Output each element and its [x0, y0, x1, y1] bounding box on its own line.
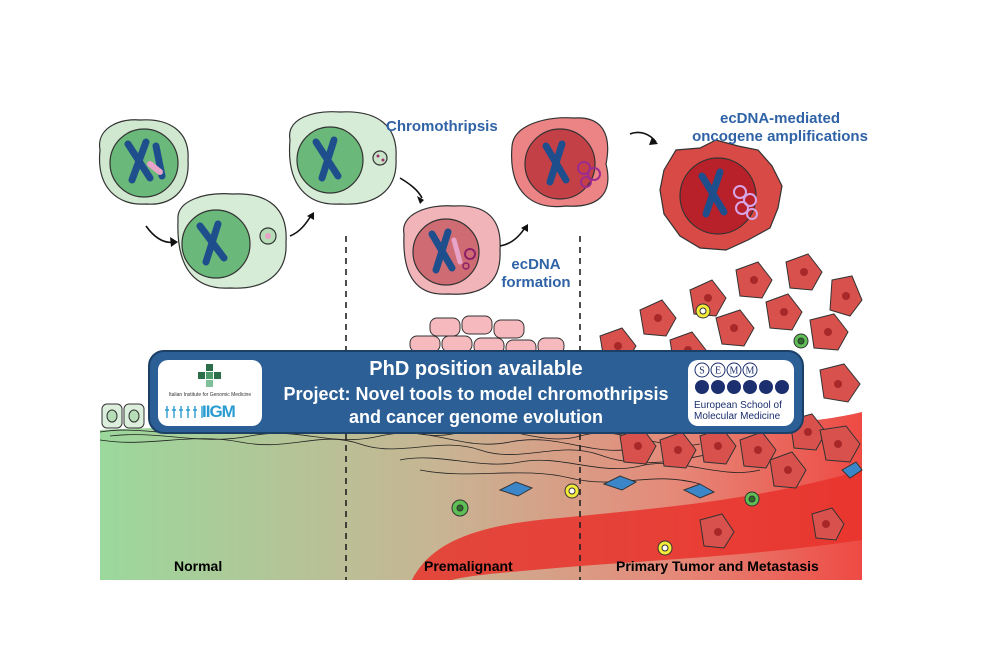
- stage-normal-label: Normal: [174, 558, 223, 574]
- ecdna-formation-line2: formation: [501, 274, 571, 291]
- ecdna-formation-label: ecDNA formation: [500, 256, 572, 292]
- semm-circles-icon: S E M M: [694, 362, 789, 394]
- banner-title: PhD position available: [369, 358, 583, 380]
- semm-line1: European School of: [694, 400, 782, 411]
- stage-dividers: [345, 236, 581, 580]
- semm-letter-2: E: [715, 366, 721, 377]
- stage-premalignant-label: Premalignant: [424, 558, 513, 574]
- iigm-cross-icon: [198, 364, 221, 387]
- ecdna-amplification-label: ecDNA-mediated oncogene amplifications: [670, 110, 890, 146]
- phd-banner: Italian Institute for Genomic Medicine I…: [148, 350, 804, 434]
- normal-cell: [98, 119, 189, 205]
- ecdna-formation-line1: ecDNA: [511, 256, 561, 273]
- chromothripsis-label: Chromothripsis: [386, 118, 498, 135]
- amplified-tumor-cell: [659, 139, 783, 251]
- semm-logo: S E M M European School of Molecular Med…: [688, 360, 794, 426]
- ecdna-cell: [511, 117, 609, 208]
- semm-letter-3: M: [730, 366, 739, 377]
- iigm-tagline: Italian Institute for Genomic Medicine: [168, 392, 252, 398]
- semm-letter-4: M: [746, 366, 755, 377]
- ecdna-formation-cell: [403, 205, 501, 295]
- semm-line2: Molecular Medicine: [694, 411, 781, 422]
- normal-epithelium: [101, 403, 145, 429]
- tumor-nuclei: [614, 268, 850, 536]
- stage-primary-label: Primary Tumor and Metastasis: [616, 558, 819, 574]
- iigm-people-icon: [165, 406, 203, 418]
- immune-cells: [451, 303, 809, 556]
- ecdna-amplification-line2: oncogene amplifications: [692, 128, 868, 145]
- semm-letter-1: S: [699, 366, 705, 377]
- ecdna-amplification-line1: ecDNA-mediated: [719, 110, 841, 127]
- chromothripsis-cell: [288, 111, 397, 205]
- iigm-name: IIGM: [202, 402, 236, 421]
- fibroblasts: [498, 461, 863, 499]
- banner-project-line2: and cancer genome evolution: [348, 407, 604, 427]
- micronucleus-cell: [177, 193, 287, 289]
- banner-project-line1: Project: Novel tools to model chromothri…: [283, 384, 669, 404]
- arrow-heads: [170, 137, 658, 247]
- iigm-logo: Italian Institute for Genomic Medicine I…: [158, 360, 262, 426]
